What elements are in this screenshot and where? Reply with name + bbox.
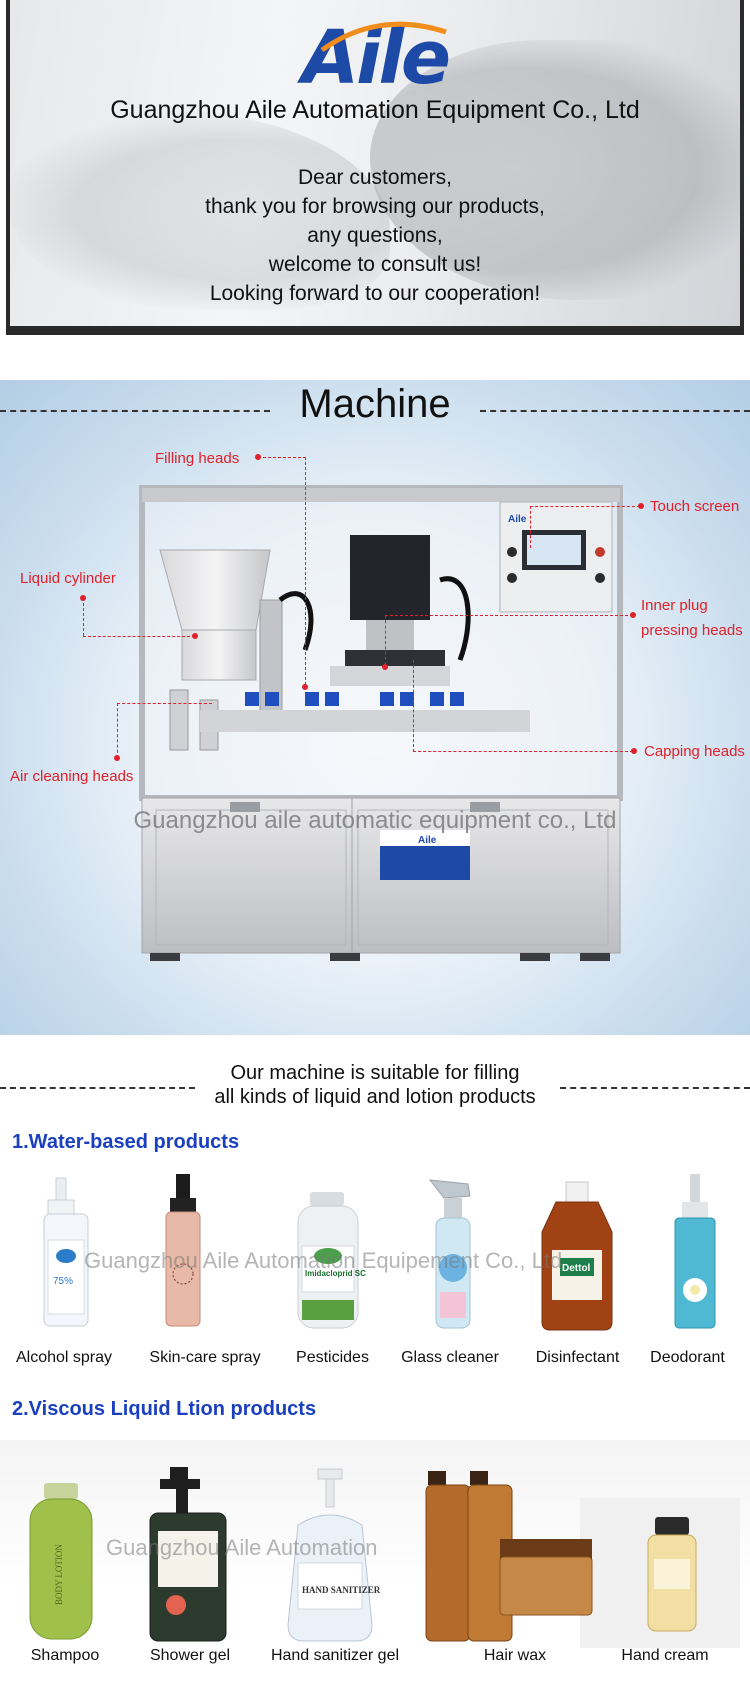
machine-image: Aile Aile xyxy=(139,485,623,961)
greeting-line: thank you for browsing our products, xyxy=(205,195,545,218)
callout-capping-heads: Capping heads xyxy=(644,743,745,760)
product-label-deodorant: Deodorant xyxy=(650,1349,725,1366)
watermark: Guangzhou Aile Automation Equipement Co.… xyxy=(84,1248,563,1273)
callout-filling-heads: Filling heads xyxy=(155,450,240,467)
dettol-label: Dettol xyxy=(562,1263,591,1274)
suitable-line-1: Our machine is suitable for filling xyxy=(230,1062,520,1084)
category-title-viscous: 2.Viscous Liquid Ltion products xyxy=(12,1398,317,1420)
panel-brand: Aile xyxy=(508,514,527,525)
company-logo: Aile xyxy=(0,18,750,98)
callout-pressing-heads: pressing heads xyxy=(641,622,743,639)
greeting-line: Dear customers, xyxy=(297,166,453,189)
shower-gel-bottle xyxy=(149,1467,227,1642)
greeting-line: any questions, xyxy=(307,224,443,247)
product-label-pesticides: Pesticides xyxy=(296,1349,369,1366)
body-lotion-label: BODY LOTION xyxy=(54,1544,64,1605)
hand-sanitizer-label: HAND SANITIZER xyxy=(302,1585,381,1595)
viscous-products-image: BODY LOTION HAND SANITIZER xyxy=(29,1467,697,1642)
nameplate-brand: Aile xyxy=(418,835,437,846)
alcohol-percent: 75% xyxy=(53,1276,73,1287)
greeting-line: Looking forward to our cooperation! xyxy=(209,282,541,305)
watermark: Guangzhou Aile Automation xyxy=(106,1535,378,1560)
callout-liquid-cylinder: Liquid cylinder xyxy=(20,570,116,587)
logo-text: Aile xyxy=(301,15,451,101)
disinfectant-bottle: Dettol xyxy=(541,1181,613,1331)
alcohol-spray-bottle: 75% xyxy=(43,1177,89,1327)
category-title-water-based: 1.Water-based products xyxy=(12,1131,240,1153)
handshake-background xyxy=(10,0,744,326)
callout-touch-screen: Touch screen xyxy=(650,498,740,515)
hand-cream-bottle xyxy=(647,1517,697,1632)
hair-wax-products xyxy=(425,1471,593,1642)
deodorant-bottle xyxy=(674,1174,716,1329)
pesticides-bottle: Imidacloprid SC xyxy=(297,1192,366,1329)
divider xyxy=(0,1087,195,1089)
suitable-line-2: all kinds of liquid and lotion products xyxy=(214,1086,536,1108)
hand-sanitizer-bottle: HAND SANITIZER xyxy=(287,1468,381,1642)
section-title: Machine xyxy=(299,382,451,426)
glass-cleaner-bottle xyxy=(428,1179,471,1329)
pesticide-label: Imidacloprid SC xyxy=(305,1269,366,1278)
divider xyxy=(560,1087,750,1089)
shampoo-bottle: BODY LOTION xyxy=(29,1483,93,1640)
header-banner xyxy=(6,0,744,335)
watermark: Guangzhou aile automatic equipment co., … xyxy=(133,807,617,834)
product-label-hand-cream: Hand cream xyxy=(621,1647,709,1664)
product-label-hair-wax: Hair wax xyxy=(483,1647,547,1664)
product-label-skin-care-spray: Skin-care spray xyxy=(149,1349,261,1366)
product-label-disinfectant: Disinfectant xyxy=(535,1349,620,1366)
skin-care-spray-bottle xyxy=(165,1174,201,1327)
company-name: Guangzhou Aile Automation Equipment Co.,… xyxy=(110,96,640,124)
product-label-shower-gel: Shower gel xyxy=(149,1647,231,1664)
product-label-glass-cleaner: Glass cleaner xyxy=(401,1349,499,1366)
product-label-alcohol-spray: Alcohol spray xyxy=(15,1349,113,1366)
product-label-hand-sanitizer-gel: Hand sanitizer gel xyxy=(270,1647,400,1664)
callout-air-cleaning-heads: Air cleaning heads xyxy=(10,768,134,785)
divider xyxy=(480,410,750,412)
water-based-products-image: 75% Imidacloprid SC Dettol xyxy=(43,1174,716,1331)
divider xyxy=(0,410,270,412)
greeting-line: welcome to consult us! xyxy=(268,253,482,276)
callout-inner-plug: Inner plug xyxy=(641,597,708,614)
product-label-shampoo: Shampoo xyxy=(30,1647,100,1664)
logo-arc-icon xyxy=(320,21,447,53)
